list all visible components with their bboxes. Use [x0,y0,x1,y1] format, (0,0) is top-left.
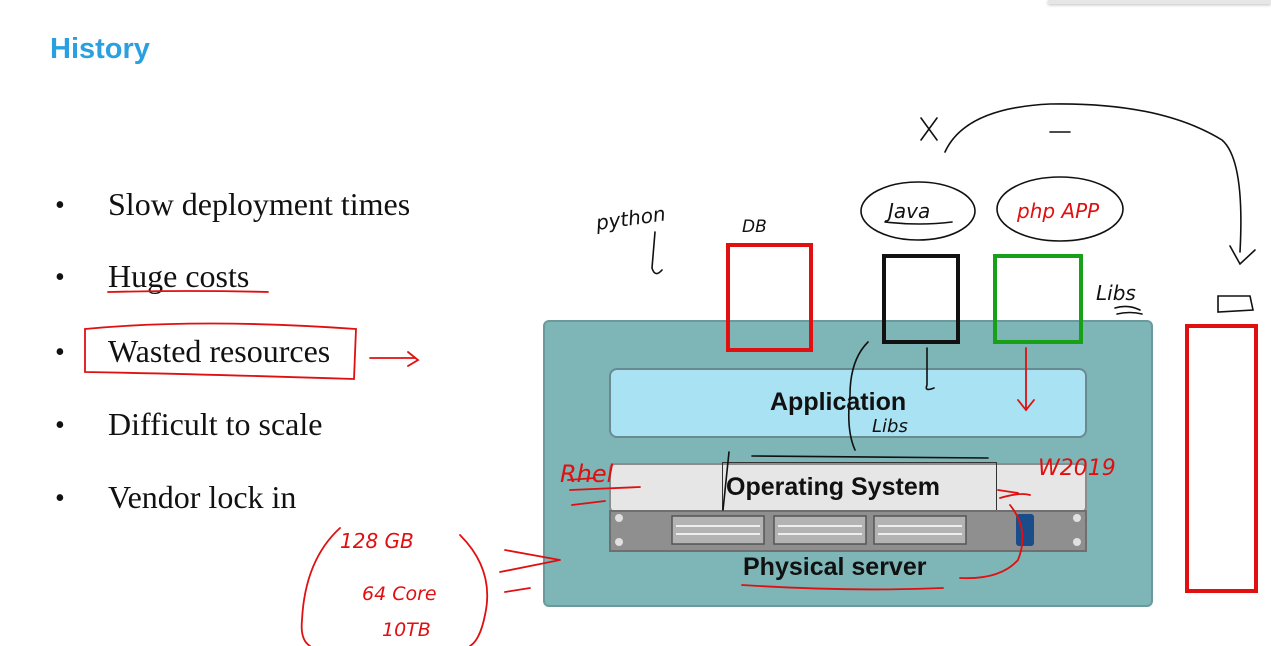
application-label: Application [770,388,907,416]
php-ellipse [996,176,1124,242]
underline-physical [741,584,944,591]
physical-server-label: Physical server [743,553,927,581]
wasted-resources-box [84,322,357,380]
bullet-dot: • [55,483,65,514]
bullet-item: Huge costs [108,258,250,294]
php-down-arrow-icon [1017,347,1035,412]
left-arrow-icon [499,549,561,593]
libs-mid-note: Libs [872,416,908,437]
bullet-dot: • [55,262,65,293]
ram-note: 128 GB [340,529,414,553]
rack-details [615,514,1081,546]
tall-red-box [1185,324,1258,593]
java-box [882,254,960,344]
php-box [993,254,1083,344]
application-layer [609,368,1087,438]
db-box [726,243,813,352]
specs-oval [300,527,489,646]
window-edge [1048,0,1271,4]
libs-note: Libs [1096,281,1136,305]
bullet-item: Vendor lock in [108,479,297,515]
bullet-dot: • [55,190,65,221]
cores-note: 64 Core [362,583,437,605]
rhel-note: Rhel [560,460,614,488]
bullet-dot: • [55,337,65,368]
bullet-item: Wasted resources [108,333,331,369]
bullet-dot: • [55,410,65,441]
w2019-note: W2019 [1038,456,1116,481]
python-arrow-icon [651,231,663,275]
physical-curve [959,504,1024,580]
storage-note: 10TB [382,619,431,641]
right-arrow-icon [369,351,420,367]
python-note: python [593,201,667,235]
migration-arc [944,103,1242,253]
x-mark-icon [920,117,938,141]
db-note: DB [742,217,767,237]
bullet-item: Difficult to scale [108,406,323,442]
os-label: Operating System [726,473,940,501]
bullet-item: Slow deployment times [108,186,411,222]
java-note: Java [884,199,930,223]
java-ellipse [860,181,976,241]
php-note: php APP [1016,199,1100,223]
underline-huge-costs [107,290,269,293]
slide-title: History [50,33,150,65]
small-box-icon [1217,295,1254,313]
